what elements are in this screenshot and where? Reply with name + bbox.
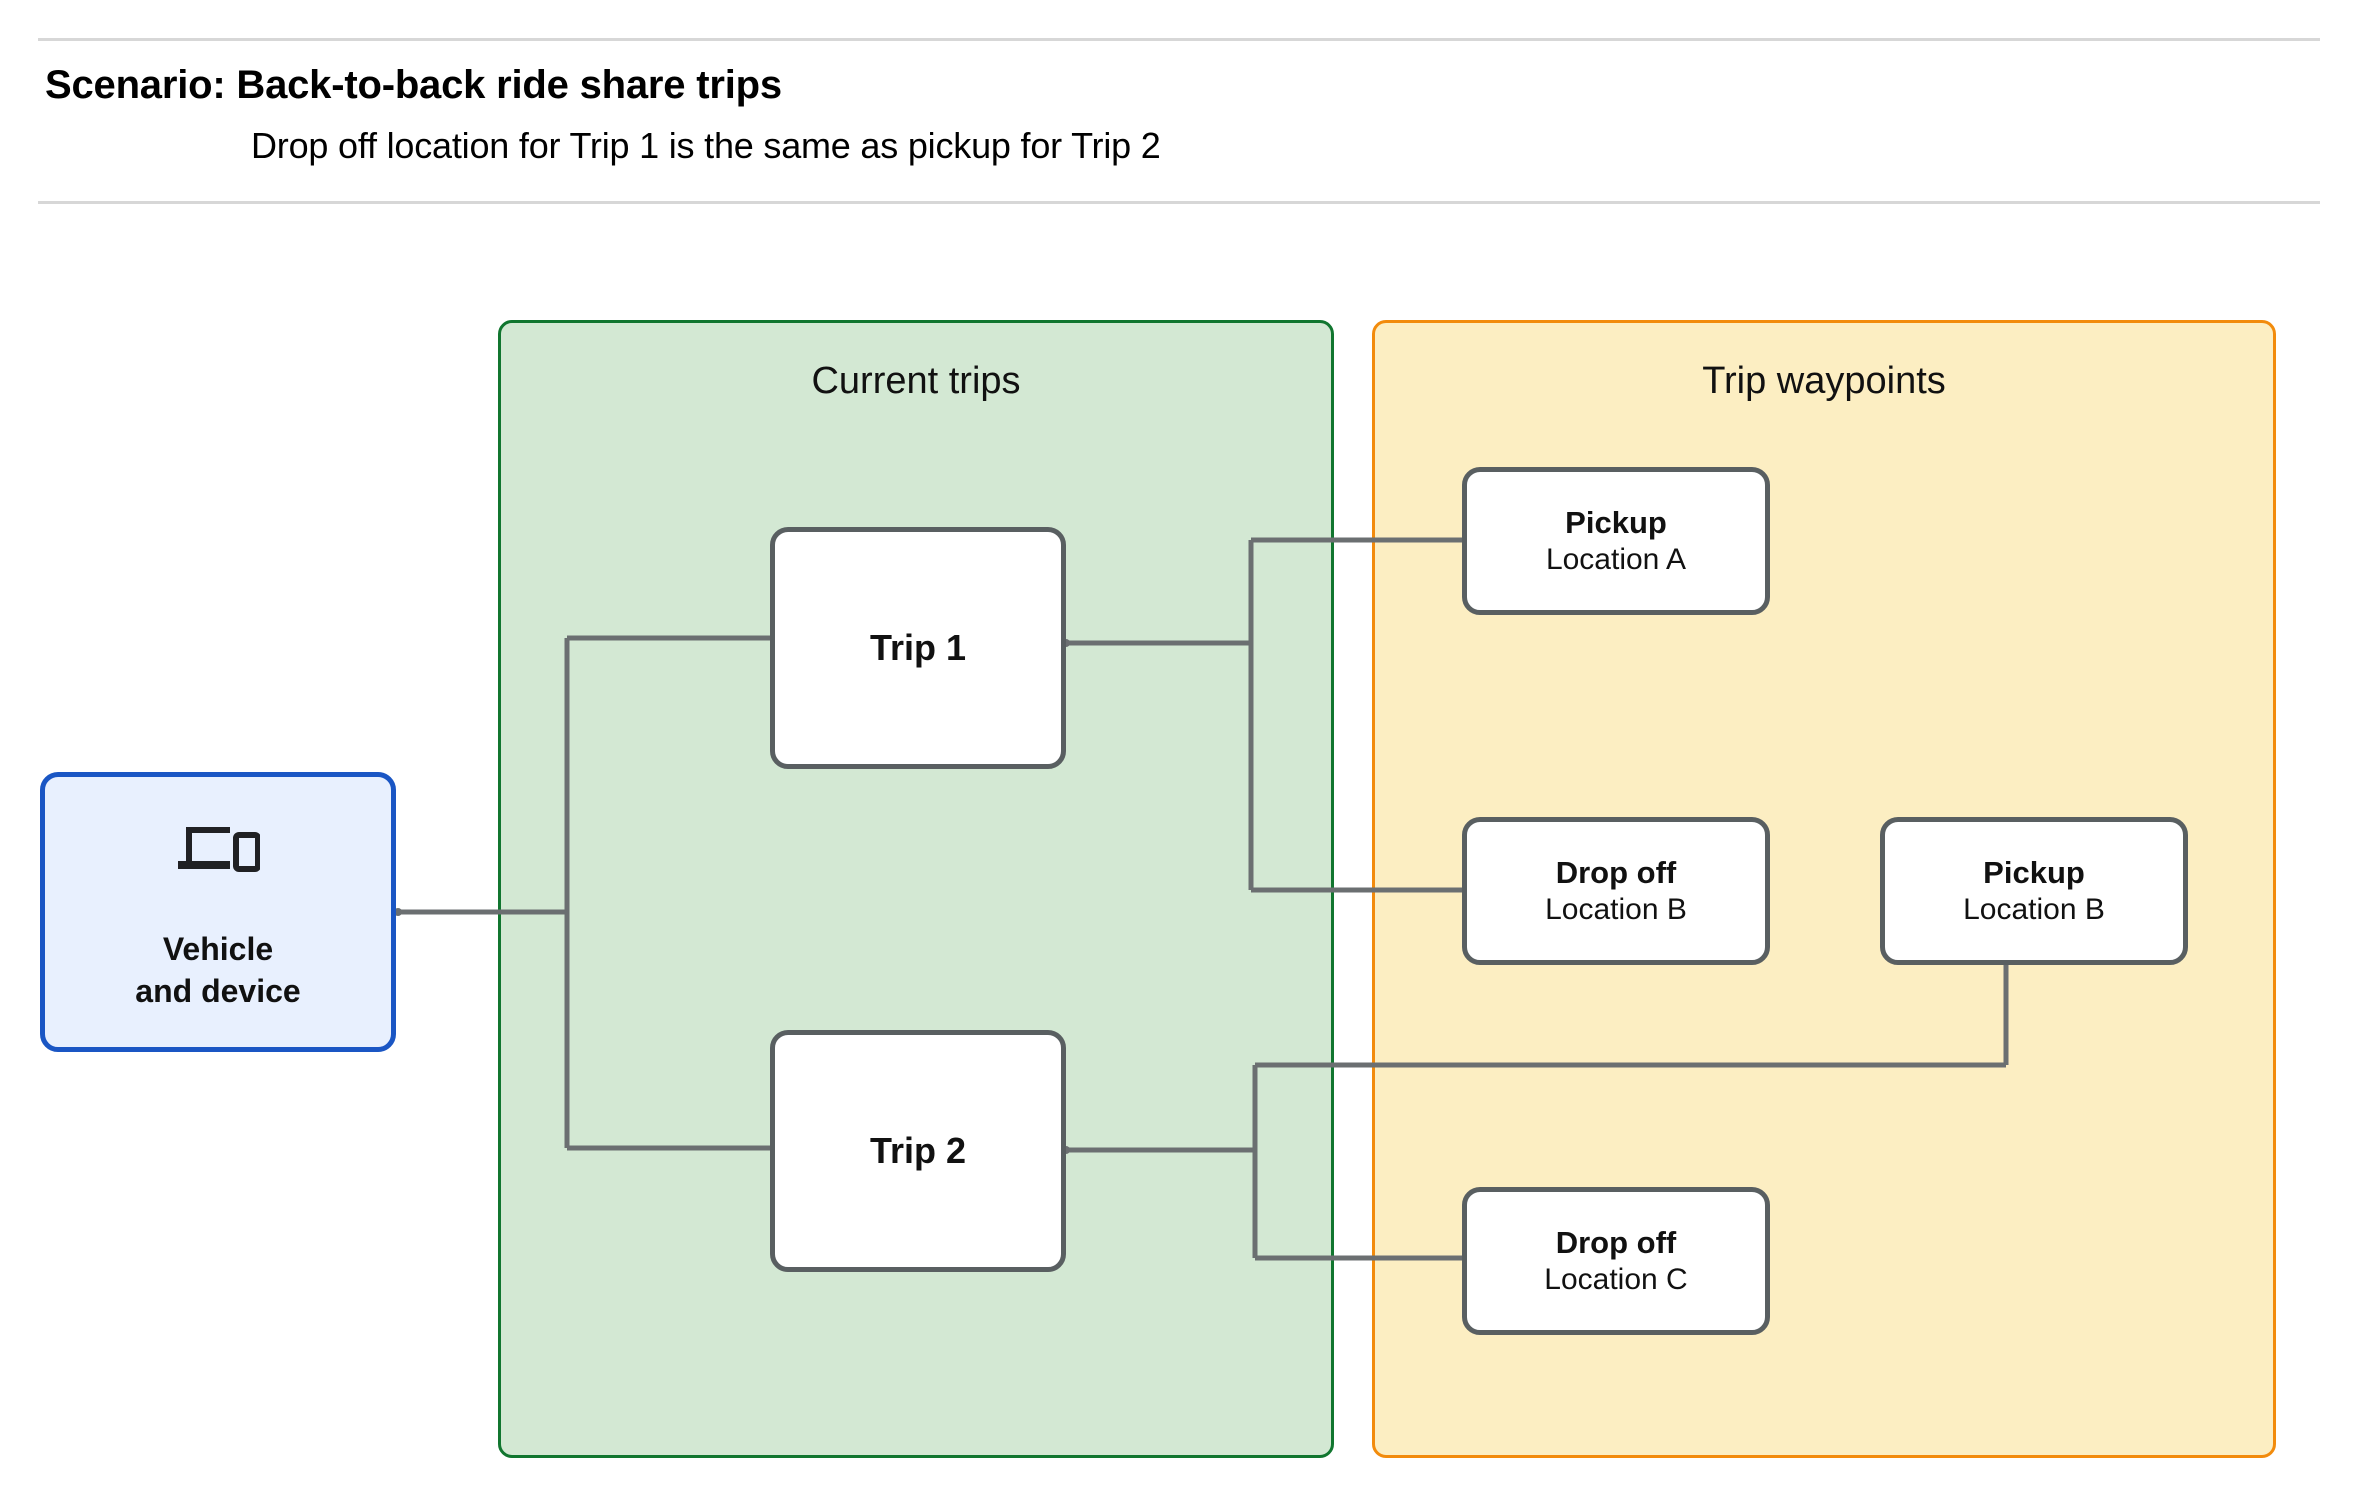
node-vehicle-and-device[interactable]: Vehicle and device <box>40 772 396 1052</box>
page-subtitle: Drop off location for Trip 1 is the same… <box>251 125 1161 166</box>
header-divider-bottom <box>38 201 2320 204</box>
header-divider-top <box>38 38 2320 41</box>
node-trip-1[interactable]: Trip 1 <box>770 527 1066 769</box>
node-waypoint-pickup-a[interactable]: Pickup Location A <box>1462 467 1770 615</box>
waypoint-pickup-b-location: Location B <box>1963 892 2105 926</box>
node-waypoint-pickup-b[interactable]: Pickup Location B <box>1880 817 2188 965</box>
waypoint-dropoff-c-kind: Drop off <box>1555 1224 1677 1260</box>
group-current-trips: Current trips <box>498 320 1334 1458</box>
waypoint-pickup-b-kind: Pickup <box>1983 854 2085 890</box>
page-title: Scenario: Back-to-back ride share trips <box>45 63 782 107</box>
waypoint-pickup-a-kind: Pickup <box>1565 504 1667 540</box>
node-waypoint-dropoff-c[interactable]: Drop off Location C <box>1462 1187 1770 1335</box>
trip-1-label: Trip 1 <box>869 627 967 668</box>
waypoint-dropoff-b-kind: Drop off <box>1555 854 1677 890</box>
laptop-and-phone-icon <box>178 827 260 872</box>
trip-2-label: Trip 2 <box>869 1130 967 1171</box>
vehicle-and-device-label: Vehicle and device <box>135 931 301 1009</box>
waypoint-dropoff-c-location: Location C <box>1544 1262 1688 1296</box>
group-current-trips-title: Current trips <box>811 360 1021 402</box>
group-trip-waypoints-title: Trip waypoints <box>1702 360 1946 402</box>
node-waypoint-dropoff-b[interactable]: Drop off Location B <box>1462 817 1770 965</box>
waypoint-pickup-a-location: Location A <box>1545 542 1687 576</box>
waypoint-dropoff-b-location: Location B <box>1545 892 1687 926</box>
node-trip-2[interactable]: Trip 2 <box>770 1030 1066 1272</box>
